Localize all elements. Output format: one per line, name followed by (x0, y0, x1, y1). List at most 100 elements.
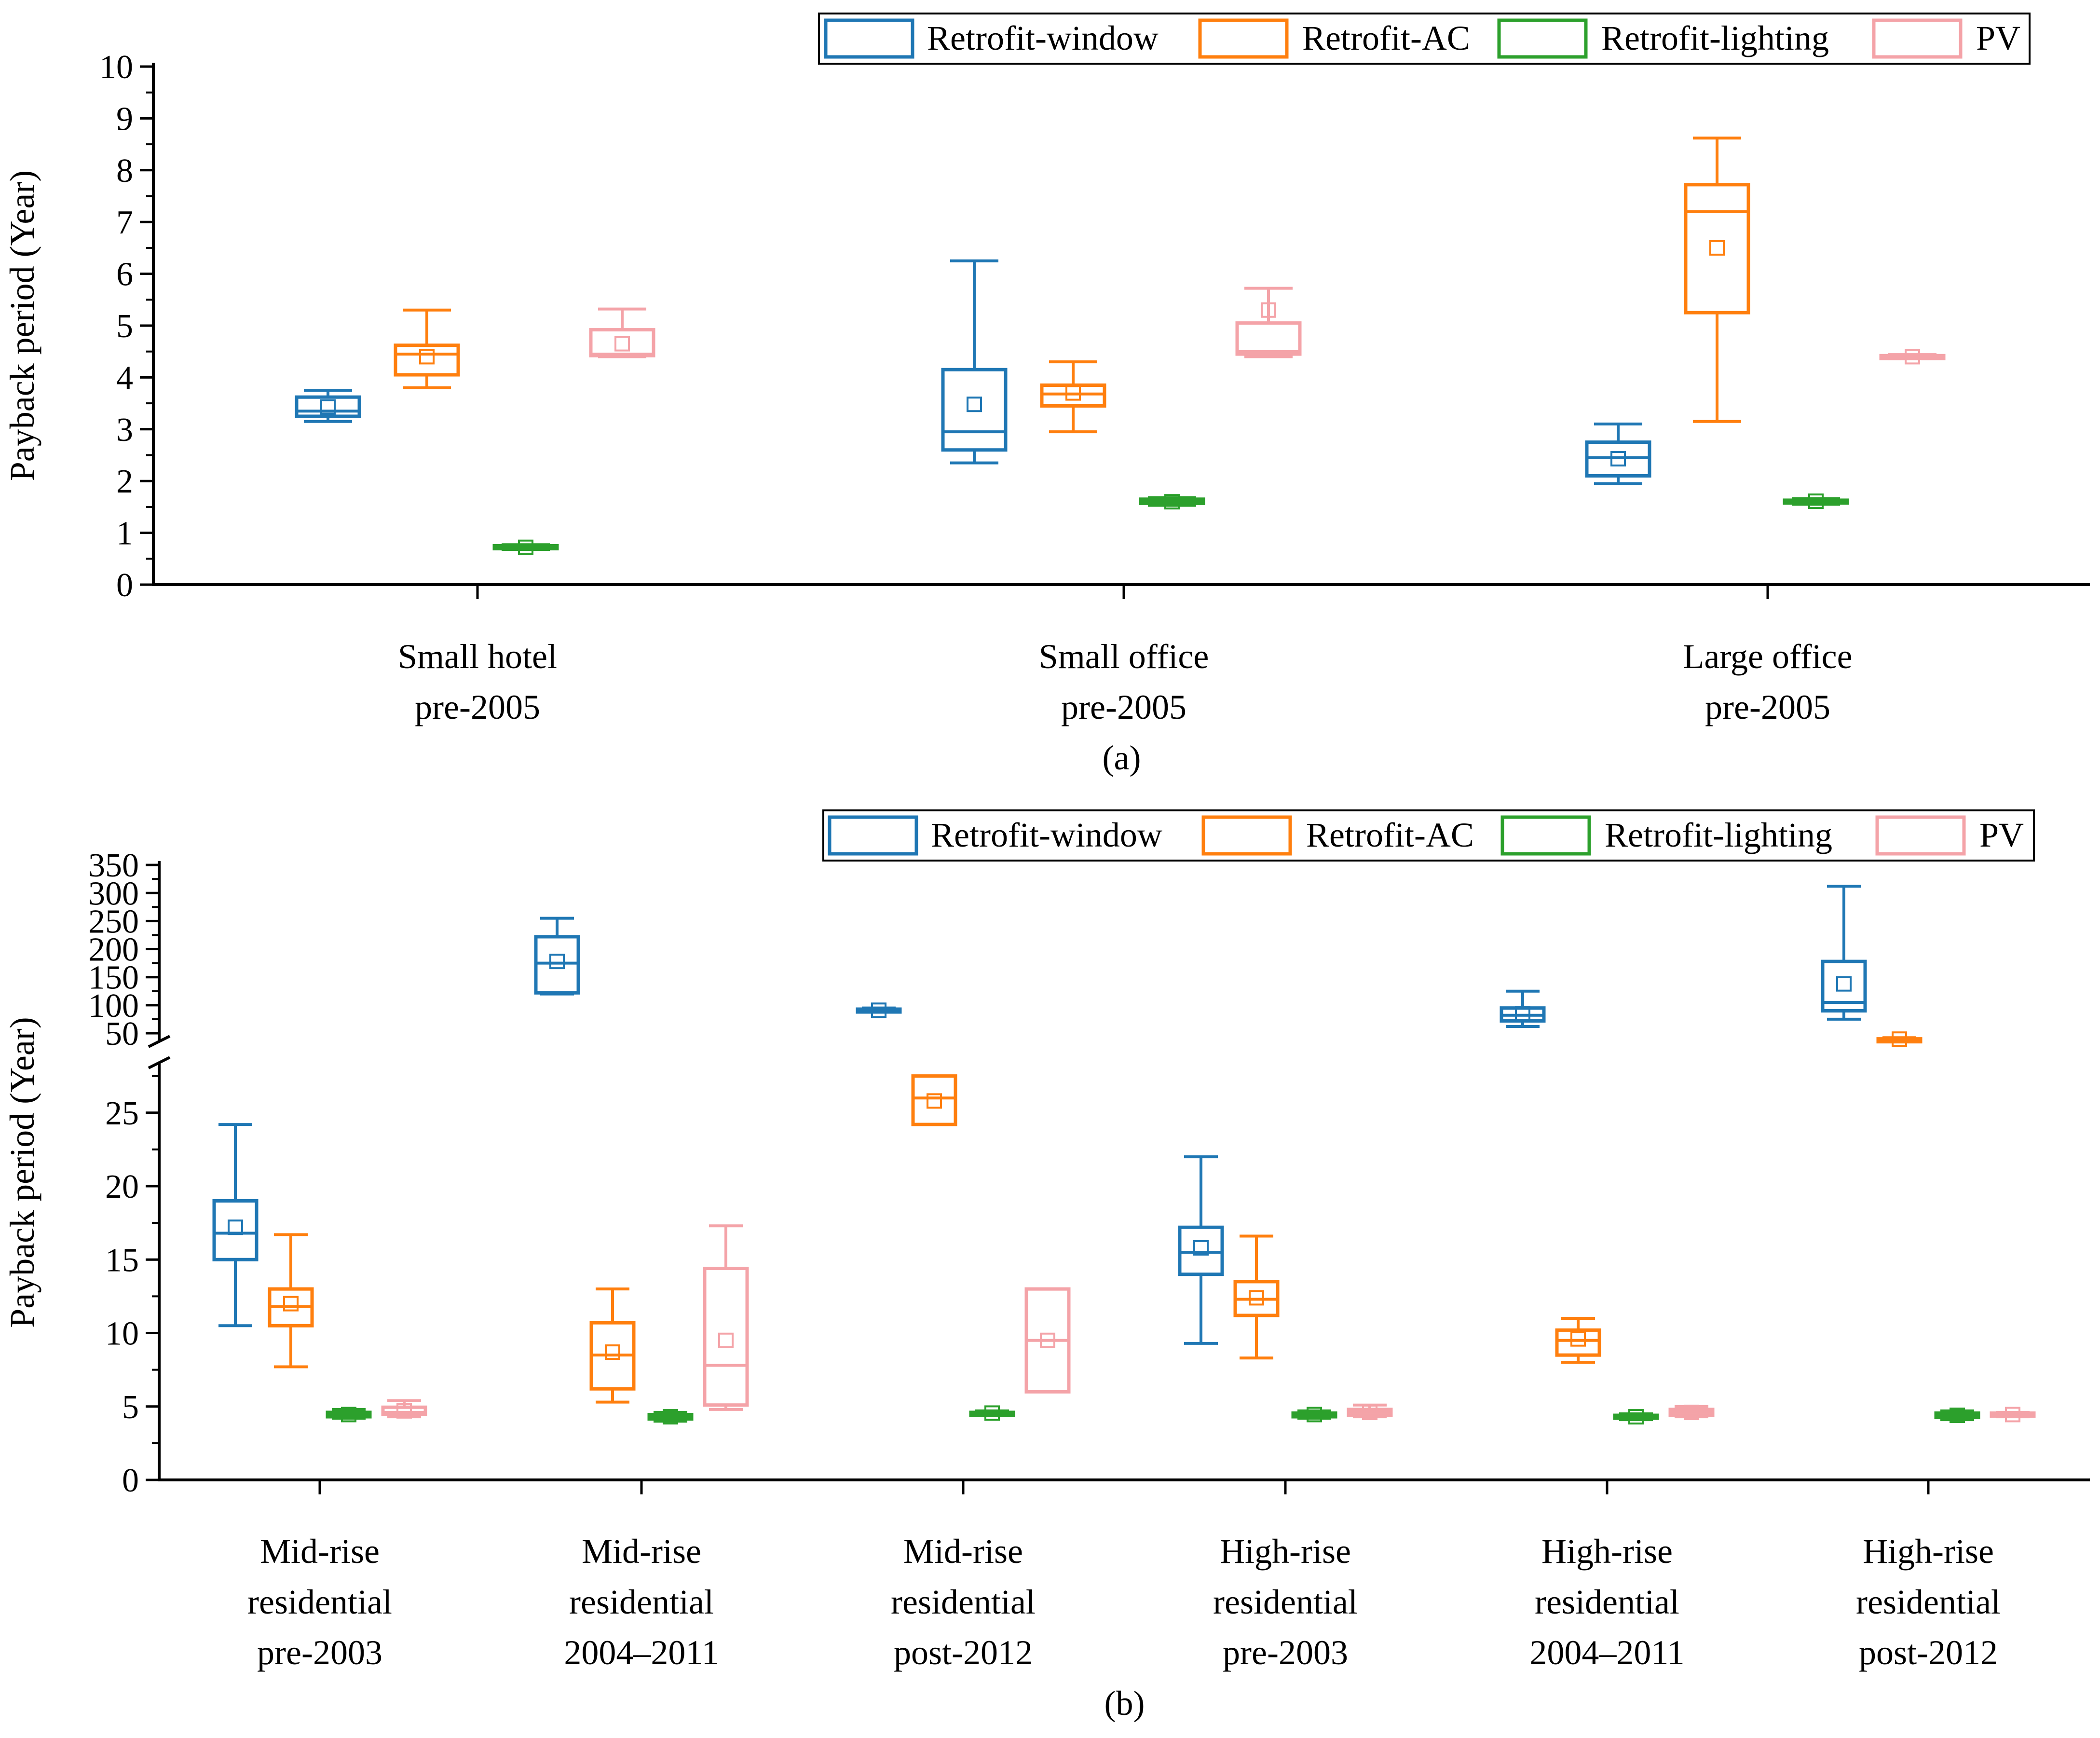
y-tick-label: 8 (116, 152, 133, 190)
mean-marker (1808, 493, 1824, 509)
box-plot (534, 917, 580, 996)
y-tick-label: 300 (88, 875, 139, 912)
y-tick-label: 7 (116, 204, 133, 241)
x-tick-label-line: pre-2005 (1705, 688, 1830, 726)
series-retrofit-window (295, 259, 1651, 485)
box-iqr (589, 328, 655, 357)
box-iqr (1178, 1225, 1224, 1276)
box-plot (381, 1399, 427, 1419)
legend-swatch (824, 18, 914, 59)
box-plot (1684, 137, 1750, 423)
box-iqr (1555, 1328, 1601, 1357)
mean-marker (871, 1002, 886, 1018)
x-tick-label-line: High-rise (1541, 1532, 1673, 1571)
box-plot (1139, 494, 1205, 510)
box-plot (1555, 1317, 1601, 1364)
y-tick-label: 10 (105, 1315, 139, 1353)
box-plot (911, 1074, 957, 1126)
series-retrofit-lighting (492, 493, 1849, 555)
box-plot (295, 389, 361, 423)
mean-marker (663, 1409, 678, 1425)
box-plot (1821, 885, 1867, 1021)
x-tick-label-line: post-2012 (1859, 1633, 1998, 1672)
y-tick-label: 0 (122, 1462, 139, 1499)
legend-swatch (1201, 815, 1292, 856)
box-plot (1783, 493, 1849, 509)
legend-frame (818, 13, 2031, 65)
mean-marker (1836, 976, 1852, 992)
box-plot (1040, 360, 1106, 434)
box-iqr (1684, 183, 1750, 315)
legend-swatch (1198, 18, 1289, 59)
box-plot (1876, 1031, 1923, 1047)
mean-marker (396, 1403, 412, 1419)
box-plot (1613, 1409, 1659, 1425)
legend-label: Retrofit-lighting (1601, 19, 1829, 57)
y-axis-label: Payback period (Year) (3, 170, 41, 481)
box-plot (1990, 1407, 2036, 1423)
mean-marker (927, 1093, 942, 1109)
legend-label: Retrofit-AC (1306, 816, 1474, 854)
box-plot (1233, 1234, 1280, 1360)
box-plot (1024, 1287, 1071, 1394)
box-iqr (394, 343, 460, 377)
x-tick-label-line: High-rise (1220, 1532, 1351, 1571)
legend-label: Retrofit-window (927, 19, 1159, 57)
mean-marker (1892, 1031, 1907, 1047)
y-tick-label: 3 (116, 411, 133, 449)
mean-marker (984, 1405, 1000, 1421)
y-tick-label: 250 (88, 903, 139, 940)
mean-marker (1950, 1408, 1965, 1423)
x-tick-label: Large office pre-2005 (1683, 637, 1852, 726)
y-tick-label: 15 (105, 1242, 139, 1279)
x-tick-label-line: Large office (1683, 637, 1852, 676)
box-plot (647, 1409, 694, 1425)
y-axis-label: Payback period (Year) (3, 1017, 41, 1327)
box-plot (856, 1002, 902, 1018)
x-tick-label-line: pre-2003 (257, 1633, 382, 1672)
y-tick-label: 100 (88, 987, 139, 1025)
mean-marker (1515, 1006, 1530, 1022)
x-tick-label-line: Mid-rise (260, 1532, 380, 1571)
box-plots (295, 137, 1946, 555)
x-tick-label-line: 2004–2011 (564, 1633, 719, 1672)
mean-marker (1570, 1331, 1586, 1347)
mean-marker (614, 336, 630, 352)
box-plot (492, 539, 559, 555)
x-tick-label-line: residential (569, 1583, 714, 1621)
y-tick-label: 25 (105, 1095, 139, 1132)
mean-marker (283, 1296, 299, 1312)
x-tick-label-line: pre-2003 (1223, 1633, 1348, 1672)
mean-marker (1261, 302, 1276, 318)
box-plot (1291, 1407, 1337, 1423)
box-iqr (534, 935, 580, 995)
mean-marker (1905, 349, 1920, 365)
x-tick-label-line: residential (891, 1583, 1036, 1621)
x-tick-label-line: pre-2005 (1061, 688, 1186, 726)
mean-marker (1193, 1240, 1209, 1256)
box-iqr (212, 1199, 259, 1261)
mean-marker (2005, 1407, 2020, 1423)
y-tick-label: 50 (105, 1015, 139, 1053)
panel-label: (a) (1103, 739, 1141, 777)
x-tick-label-line: post-2012 (894, 1633, 1033, 1672)
mean-marker (228, 1219, 243, 1235)
box-plot (394, 308, 460, 389)
box-plots (212, 885, 2036, 1425)
y-tick-label: 1 (116, 515, 133, 552)
mean-marker (549, 954, 565, 970)
y-tick-label: 0 (116, 567, 133, 604)
mean-marker (1610, 451, 1626, 467)
axis-break-mark (148, 1056, 171, 1069)
y-tick-label: 20 (105, 1168, 139, 1205)
mean-marker (718, 1332, 734, 1348)
mean-marker (1709, 240, 1725, 256)
mean-marker (419, 349, 435, 365)
mean-marker (1249, 1290, 1264, 1306)
panel-label: (b) (1105, 1684, 1145, 1723)
mean-marker (1040, 1332, 1055, 1348)
